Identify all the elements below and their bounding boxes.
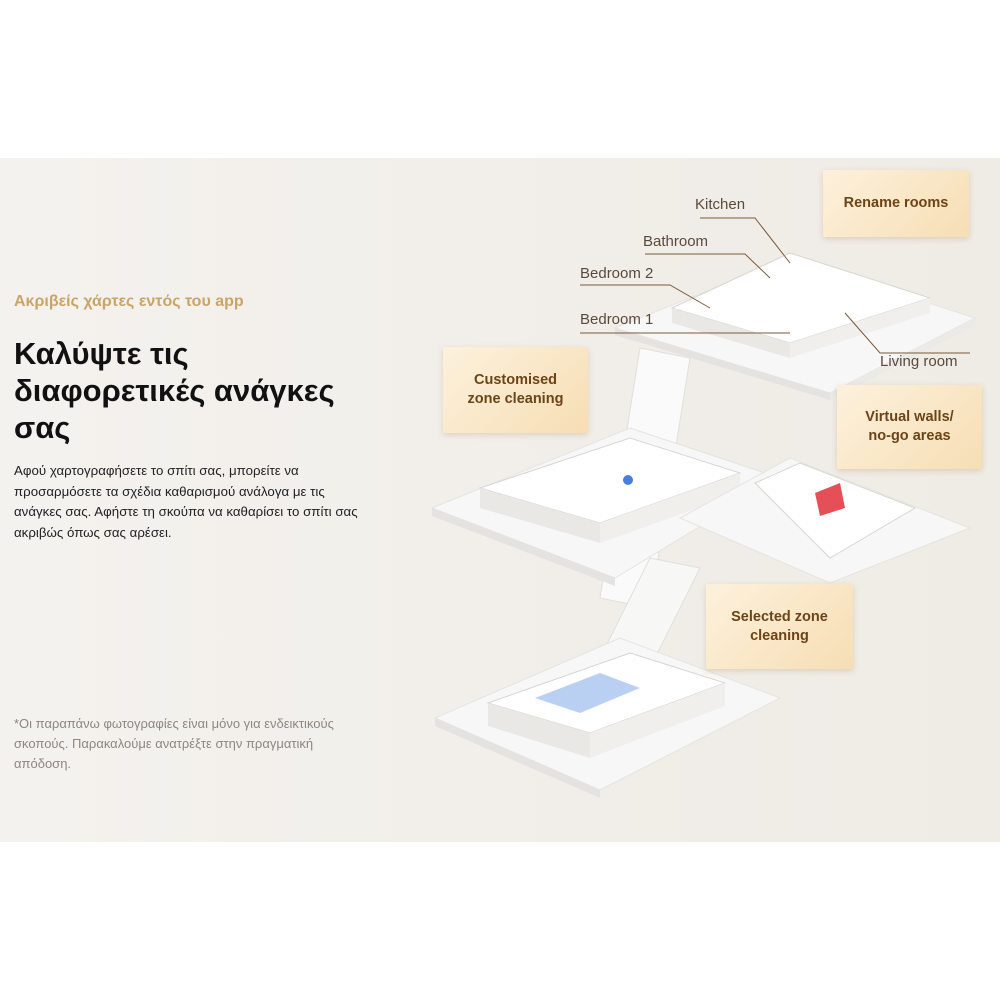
zone-marker bbox=[623, 475, 633, 485]
room-label-bathroom: Bathroom bbox=[643, 233, 709, 250]
callout-selected-zone-cleaning: Selected zone cleaning bbox=[706, 584, 853, 669]
callout-rename-rooms: Rename rooms bbox=[823, 170, 969, 237]
selected-zone bbox=[535, 673, 640, 713]
floor-map-illustration bbox=[430, 217, 977, 798]
room-label-bedroom-1: Bedroom 1 bbox=[580, 311, 654, 328]
room-label-bedroom-2: Bedroom 2 bbox=[580, 265, 654, 282]
disclaimer-note: *Οι παραπάνω φωτογραφίες είναι μόνο για … bbox=[14, 716, 334, 771]
room-label-living-room: Living room bbox=[880, 353, 958, 370]
no-go-area bbox=[815, 483, 845, 516]
subtitle: Ακριβείς χάρτες εντός του app bbox=[14, 293, 244, 310]
room-label-kitchen: Kitchen bbox=[695, 196, 746, 213]
description: Αφού χαρτογραφήσετε το σπίτι σας, μπορεί… bbox=[14, 463, 358, 540]
callout-customised-zone-cleaning: Customised zone cleaning bbox=[443, 347, 588, 433]
page-title: Καλύψτε τις διαφορετικές ανάγκες σας bbox=[14, 336, 335, 445]
callout-virtual-walls: Virtual walls/ no-go areas bbox=[837, 385, 982, 469]
